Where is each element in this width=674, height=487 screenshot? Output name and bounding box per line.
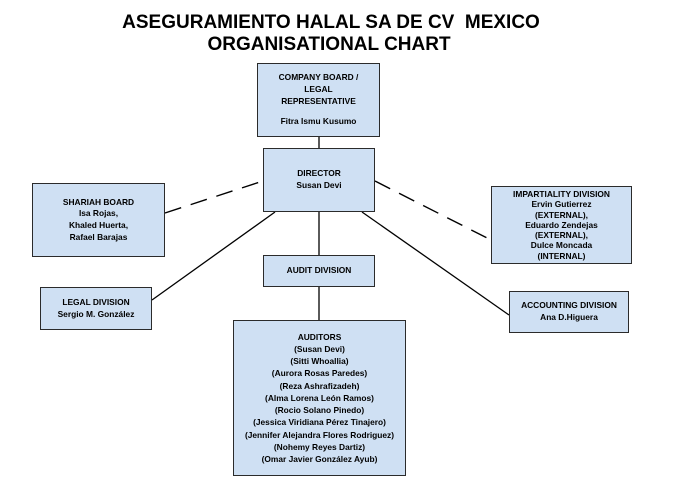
auditor-name: (Alma Lorena León Ramos) bbox=[265, 392, 374, 403]
auditor-name: (Nohemy Reyes Dartiz) bbox=[273, 441, 366, 452]
auditor-name: (Rocio Solano Pinedo) bbox=[274, 405, 365, 416]
company-board-box: COMPANY BOARD / LEGAL REPRESENTATIVE Fit… bbox=[257, 63, 380, 137]
impartiality-member: (EXTERNAL), bbox=[534, 230, 589, 241]
accounting-division-box: ACCOUNTING DIVISION Ana D.Higuera bbox=[509, 291, 629, 333]
legal-title: LEGAL DIVISION bbox=[62, 296, 130, 307]
impartiality-member: (EXTERNAL), bbox=[534, 209, 589, 220]
impartiality-title: IMPARTIALITY DIVISION bbox=[513, 189, 610, 200]
impartiality-division-box: IMPARTIALITY DIVISION Ervin Gutierrez (E… bbox=[491, 186, 632, 264]
impartiality-member: Ervin Gutierrez bbox=[531, 199, 592, 210]
impartiality-member: Eduardo Zendejas bbox=[525, 219, 598, 230]
board-title-line-1: COMPANY BOARD / bbox=[278, 72, 359, 83]
legal-name: Sergio M. González bbox=[57, 308, 135, 319]
accounting-title: ACCOUNTING DIVISION bbox=[521, 300, 617, 311]
audit-division-box: AUDIT DIVISION bbox=[263, 255, 375, 287]
shariah-member: Khaled Huerta, bbox=[68, 220, 129, 230]
auditor-name: (Aurora Rosas Paredes) bbox=[271, 368, 368, 379]
chart-title-line-2: ORGANISATIONAL CHART bbox=[207, 34, 451, 55]
impartiality-member: (INTERNAL) bbox=[537, 250, 586, 261]
board-title-line-3: REPRESENTATIVE bbox=[281, 95, 356, 106]
auditor-name: (Jennifer Alejandra Flores Rodriguez) bbox=[244, 429, 395, 440]
connector-director-impartiality-dashed bbox=[374, 180, 492, 241]
board-member-name: Fitra Ismu Kusumo bbox=[280, 116, 357, 127]
connector-shariah-director-dashed bbox=[164, 180, 264, 214]
connector-director-legal bbox=[151, 211, 276, 301]
impartiality-member: Dulce Moncada bbox=[530, 240, 593, 251]
director-title: DIRECTOR bbox=[297, 168, 341, 179]
auditor-name: (Jessica Viridiana Pérez Tinajero) bbox=[253, 417, 386, 428]
legal-division-box: LEGAL DIVISION Sergio M. González bbox=[40, 287, 152, 330]
auditor-name: (Reza Ashrafizadeh) bbox=[279, 380, 360, 391]
director-name: Susan Devi bbox=[296, 180, 342, 190]
director-box: DIRECTOR Susan Devi bbox=[263, 148, 375, 212]
auditor-name: (Sitti Whoallia) bbox=[290, 356, 349, 367]
auditor-name: (Susan Devi) bbox=[294, 344, 345, 355]
shariah-title: SHARIAH BOARD bbox=[62, 196, 135, 207]
shariah-board-box: SHARIAH BOARD Isa Rojas, Khaled Huerta, … bbox=[32, 183, 165, 257]
audit-division-title: AUDIT DIVISION bbox=[286, 265, 352, 276]
shariah-member: Rafael Barajas bbox=[69, 231, 128, 242]
auditor-name: (Omar Javier González Ayub) bbox=[261, 453, 378, 464]
auditors-title: AUDITORS bbox=[297, 331, 342, 342]
chart-title-line-1: ASEGURAMIENTO HALAL SA DE CV MEXICO bbox=[122, 12, 540, 33]
connector-director-accounting bbox=[361, 211, 510, 316]
auditors-box: AUDITORS (Susan Devi) (Sitti Whoallia) (… bbox=[233, 320, 406, 476]
board-title-line-2: LEGAL bbox=[304, 83, 333, 94]
accounting-name: Ana D.Higuera bbox=[540, 312, 598, 322]
shariah-member: Isa Rojas, bbox=[78, 208, 119, 219]
